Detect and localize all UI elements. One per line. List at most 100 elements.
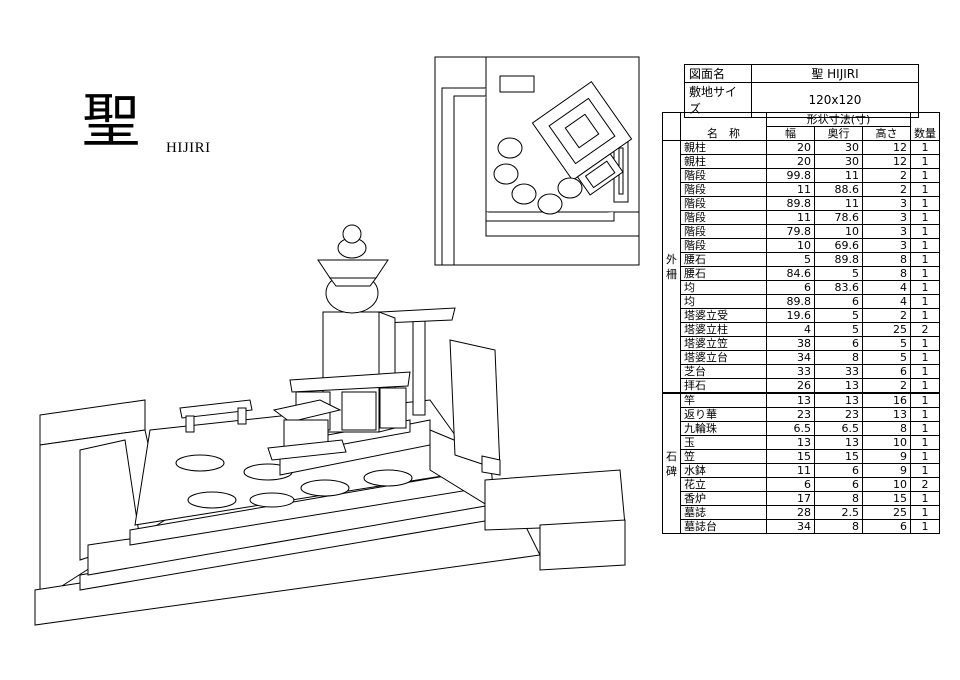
part-name: 竿 [680, 392, 767, 408]
height-cell: 5 [862, 350, 911, 365]
width-cell: 17 [766, 491, 815, 506]
depth-cell: 5 [814, 322, 863, 337]
height-cell: 8 [862, 266, 911, 281]
depth-cell: 8 [814, 519, 863, 534]
height-cell: 9 [862, 463, 911, 478]
depth-cell: 5 [814, 266, 863, 281]
info-label: 図面名 [684, 64, 752, 83]
height-cell: 8 [862, 252, 911, 267]
depth-cell: 11 [814, 196, 863, 211]
qty-cell: 1 [910, 308, 940, 323]
qty-cell: 1 [910, 252, 940, 267]
height-cell: 8 [862, 421, 911, 436]
qty-cell: 1 [910, 224, 940, 239]
part-name: 階段 [680, 196, 767, 211]
height-cell: 4 [862, 294, 911, 309]
qty-cell: 1 [910, 280, 940, 295]
dimension-group-header: 形状寸法(寸) [766, 112, 911, 127]
height-cell: 9 [862, 449, 911, 464]
height-cell: 3 [862, 196, 911, 211]
depth-cell: 33 [814, 364, 863, 379]
plan-view-drawing [434, 56, 640, 266]
qty-cell: 1 [910, 364, 940, 379]
part-name: 芝台 [680, 364, 767, 379]
depth-cell: 69.6 [814, 238, 863, 253]
depth-cell: 11 [814, 168, 863, 183]
qty-cell: 1 [910, 210, 940, 225]
qty-cell: 1 [910, 491, 940, 506]
height-cell: 6 [862, 519, 911, 534]
qty-cell: 1 [910, 140, 940, 155]
qty-cell: 1 [910, 505, 940, 520]
part-name: 玉 [680, 435, 767, 450]
qty-cell: 1 [910, 449, 940, 464]
qty-header: 数量 [910, 112, 940, 141]
group-label-text: 外柵 [666, 252, 677, 281]
qty-cell: 1 [910, 238, 940, 253]
qty-cell: 1 [910, 350, 940, 365]
part-name: 返り華 [680, 407, 767, 422]
qty-cell: 2 [910, 322, 940, 337]
qty-cell: 1 [910, 407, 940, 422]
group-label-text: 石碑 [666, 449, 677, 478]
part-name: 階段 [680, 182, 767, 197]
height-cell: 3 [862, 210, 911, 225]
width-cell: 19.6 [766, 308, 815, 323]
height-cell: 2 [862, 378, 911, 394]
depth-header: 奥行 [814, 126, 863, 141]
depth-cell: 13 [814, 435, 863, 450]
width-cell: 11 [766, 182, 815, 197]
depth-cell: 6 [814, 463, 863, 478]
part-name: 塔婆立笠 [680, 336, 767, 351]
part-name: 均 [680, 294, 767, 309]
depth-cell: 6 [814, 477, 863, 492]
depth-cell: 30 [814, 140, 863, 155]
qty-cell: 1 [910, 435, 940, 450]
depth-cell: 2.5 [814, 505, 863, 520]
width-cell: 89.8 [766, 196, 815, 211]
part-name: 水鉢 [680, 463, 767, 478]
depth-cell: 23 [814, 407, 863, 422]
depth-cell: 6.5 [814, 421, 863, 436]
qty-cell: 1 [910, 336, 940, 351]
height-cell: 6 [862, 364, 911, 379]
width-cell: 99.8 [766, 168, 815, 183]
qty-cell: 1 [910, 196, 940, 211]
depth-cell: 8 [814, 350, 863, 365]
part-name: 香炉 [680, 491, 767, 506]
part-name: 階段 [680, 210, 767, 225]
width-cell: 38 [766, 336, 815, 351]
part-name: 墓誌台 [680, 519, 767, 534]
qty-cell: 1 [910, 294, 940, 309]
depth-cell: 5 [814, 308, 863, 323]
width-cell: 28 [766, 505, 815, 520]
part-name: 塔婆立柱 [680, 322, 767, 337]
height-cell: 10 [862, 477, 911, 492]
height-cell: 4 [862, 280, 911, 295]
part-name: 笠 [680, 449, 767, 464]
depth-cell: 6 [814, 294, 863, 309]
depth-cell: 89.8 [814, 252, 863, 267]
qty-cell: 1 [910, 182, 940, 197]
width-cell: 6.5 [766, 421, 815, 436]
depth-cell: 88.6 [814, 182, 863, 197]
title-kanji: 聖 [82, 87, 141, 155]
height-cell: 2 [862, 168, 911, 183]
